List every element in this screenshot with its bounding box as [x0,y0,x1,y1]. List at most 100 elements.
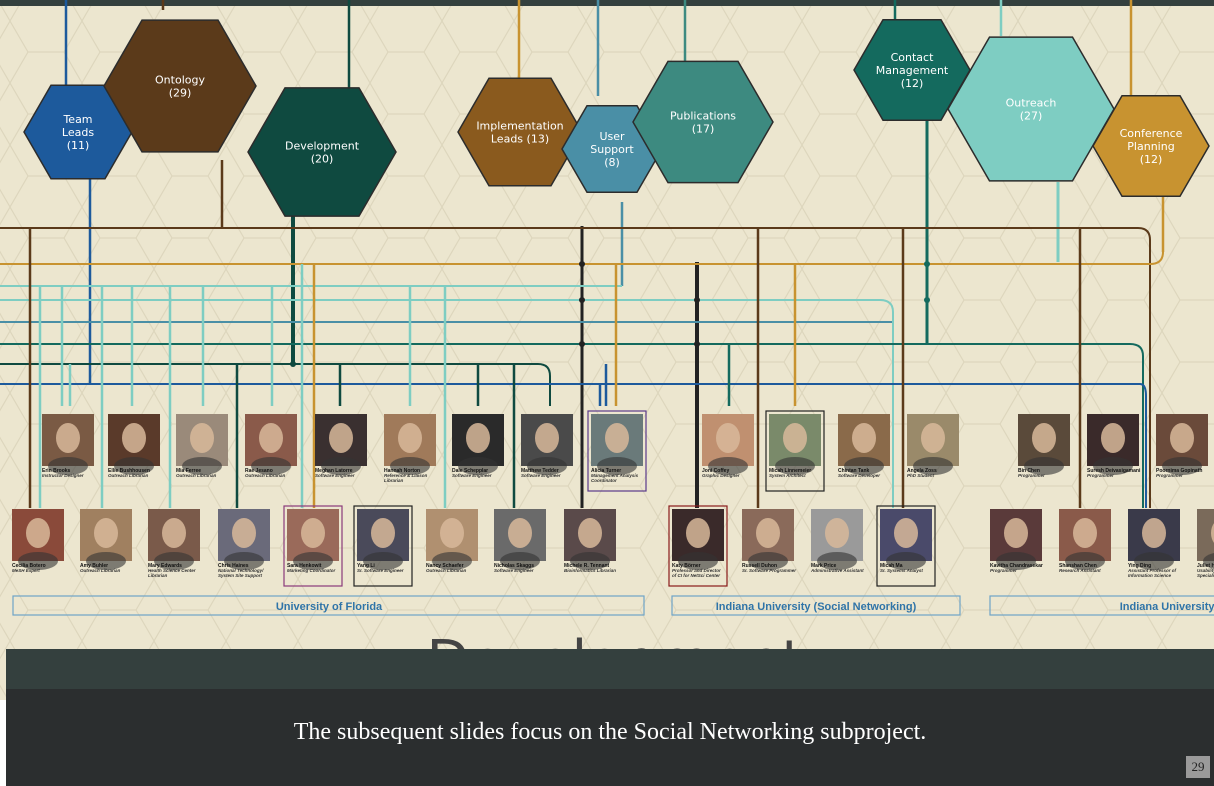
person-role: Sr. Systems Analyst [880,568,923,573]
person-name: Chris Haines [218,563,249,569]
shoulders-icon [293,552,333,570]
person-name: Ellie Bushhousen [108,468,150,474]
person-name: Juliet H [1197,563,1214,569]
shoulders-icon [708,457,748,475]
shoulders-icon [775,457,815,475]
person-name: Russell Duhon [742,563,777,569]
person-name: Amy Buhler [80,563,108,569]
person-role: Coordinator [591,478,617,483]
hex-label-team-leads: (11) [67,139,90,152]
person-name: Micah Linnemeier [769,468,811,474]
person-role: MeSH Expert [12,568,40,573]
face-icon [1073,518,1097,548]
shoulders-icon [363,552,403,570]
shoulders-icon [1162,457,1202,475]
institution-box-uf [12,595,645,616]
hex-label-contact-management: Management [876,64,949,77]
shoulders-icon [1093,457,1133,475]
person-role: Programmer [1156,473,1183,478]
face-icon [535,423,559,453]
person-highlight-frame [283,505,343,587]
face-icon [329,423,353,453]
person-highlight-frame [353,505,413,587]
hex-label-conference-planning: Conference [1120,127,1183,140]
shoulders-icon [154,552,194,570]
face-icon [371,518,395,548]
hex-label-outreach: (27) [1020,110,1043,123]
person-role: Programmer [990,568,1017,573]
hex-publications: Publications(17) [632,60,774,184]
person-role: Research Assistant [1059,568,1101,573]
face-icon [440,518,464,548]
person-name: Sara Henkowit [287,563,322,569]
hex-development: Development(20) [247,87,397,217]
face-icon [1170,423,1194,453]
title-band [6,649,1214,689]
hex-shape-development [247,87,397,217]
institution-labels: University of Florida Indiana University… [12,595,1214,616]
face-icon [852,423,876,453]
person-role: Software Engineer [521,473,561,478]
person-role: System Site Support [218,573,263,578]
face-icon [1211,523,1214,543]
face-icon [232,518,256,548]
institution-box-iu-sn [671,595,961,616]
hex-label-implementation-leads: Implementation [476,120,563,133]
page-number: 29 [1186,756,1210,778]
hex-label-contact-management: (12) [901,77,924,90]
person-role: Outreach Librarian [80,568,121,573]
shoulders-icon [432,552,472,570]
hex-shape-ontology [103,19,257,153]
face-icon [578,518,602,548]
face-icon [26,518,50,548]
person-name: Cecilia Botero [12,563,46,569]
hex-label-publications: (17) [692,123,715,136]
face-icon [162,518,186,548]
face-icon [94,518,118,548]
shoulders-icon [597,457,637,475]
person-role: Assistant Professor of [1127,568,1177,573]
hex-label-ontology: Ontology [155,74,205,87]
face-icon [466,423,490,453]
face-icon [301,518,325,548]
hex-label-publications: Publications [670,110,736,123]
person-name: Nicholas Skaggs [494,563,534,569]
person-role: Sr. Software Programmer [742,568,796,573]
face-icon [1032,423,1056,453]
hex-label-conference-planning: Planning [1127,140,1174,153]
person-highlight-frame [876,505,936,587]
person-name: Shanshan Chen [1059,563,1097,569]
person-highlight-frame [668,505,728,587]
shoulders-icon [1134,552,1174,570]
face-icon [1142,518,1166,548]
connector-lines [0,0,1165,508]
face-icon [398,423,422,453]
person-name: Mary Edwards [148,563,182,569]
person-name: Alicia Turner [591,468,621,474]
junction-dots [290,261,930,367]
hex-label-development: Development [285,140,360,153]
person-role: Bioinformatics Librarian [564,568,616,573]
person-role: Administrative Assistant [810,568,864,573]
shoulders-icon [114,457,154,475]
person-role: Health Science Center [148,568,196,573]
shoulders-icon [182,457,222,475]
shoulders-icon [48,457,88,475]
person-name: Michele R. Tennant [564,563,610,569]
hex-label-development: (20) [311,153,334,166]
person-name: Joni Coffey [702,468,729,474]
person-name: Katy Börner [672,563,701,569]
